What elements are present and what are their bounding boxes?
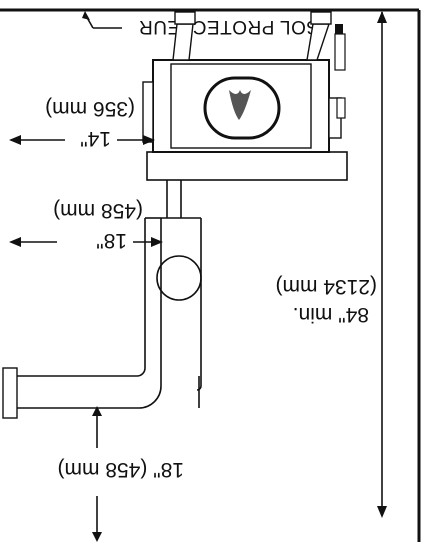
pipe-inner-edge <box>17 218 146 377</box>
stove-top-plate <box>146 151 348 181</box>
pipe-clearance-imperial: 18" <box>96 229 127 252</box>
ceiling-clearance-label: 18" (458 mm) <box>58 458 185 481</box>
floor-protector-arrow-icon <box>82 11 90 20</box>
stove-door <box>170 63 312 149</box>
stove-ash-lever-tip <box>335 24 343 34</box>
wall-clearance-imperial: 14" <box>80 127 111 150</box>
stove-leg-left <box>172 23 194 61</box>
stove-foot-left <box>174 11 196 25</box>
pipe-clearance-metric: (458 mm) <box>53 199 143 222</box>
wall-dim-arrow-left-icon <box>143 135 155 145</box>
stove-knob <box>336 97 346 119</box>
pipe-left-edge <box>196 218 202 391</box>
ceiling-dim-arrow-bottom-icon <box>92 406 102 416</box>
stove-ash-lever <box>334 33 346 71</box>
wall-clearance-metric: (356 mm) <box>45 97 135 120</box>
height-min-metric: (2134 mm) <box>275 275 377 298</box>
stove-foot-right <box>310 11 332 25</box>
height-min-imperial: 84" min. <box>293 303 369 326</box>
height-dim-arrow-top-icon <box>377 506 387 518</box>
pipe-dim-arrow-right-icon <box>9 237 21 247</box>
wall-thimble <box>2 367 18 419</box>
ceiling-dim-arrow-top-icon <box>92 532 102 542</box>
flame-icon <box>229 90 251 120</box>
pipe-outer-edge <box>17 218 162 409</box>
floor-protector-label: SOL PROTECTEUR <box>139 16 320 37</box>
height-dim-arrow-bottom-icon <box>377 11 387 23</box>
wall-dim-arrow-right-icon <box>9 135 21 145</box>
pipe-dim-arrow-left-icon <box>151 237 163 247</box>
stove-side-panel <box>142 81 154 143</box>
pipe-inspection-port <box>156 255 202 301</box>
stove <box>142 11 348 218</box>
